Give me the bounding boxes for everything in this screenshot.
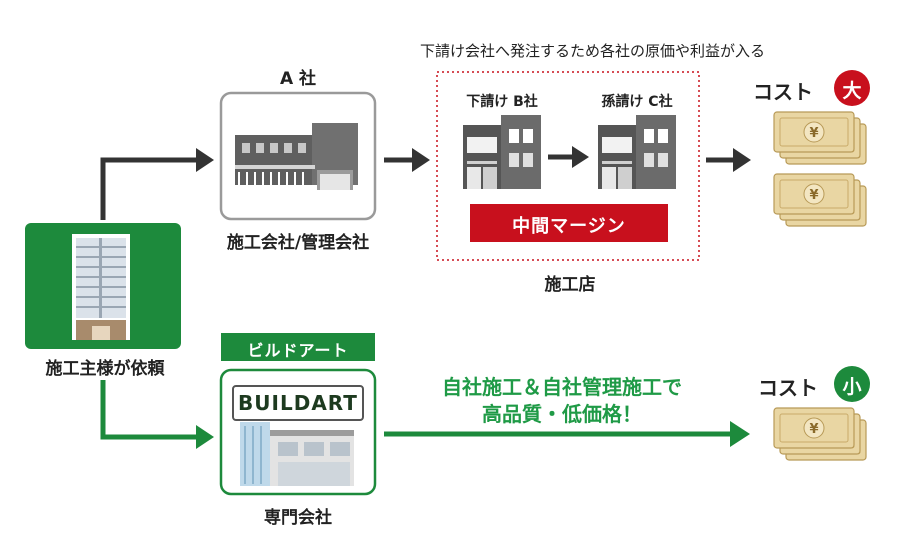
cost-high-label: コスト [753, 80, 813, 104]
company-a-box [219, 91, 377, 221]
subcontractor-frame [436, 71, 700, 261]
cost-high-badge: 大 [842, 80, 862, 102]
cost-low-badge: 小 [842, 376, 862, 398]
cost-low-badge-circle [834, 366, 870, 402]
company-a-caption: 施工会社/管理会社 [226, 233, 370, 253]
top-note: 下請け会社へ発注するため各社の原価や利益が入る [420, 42, 766, 60]
subcontractor-c-building [598, 115, 676, 189]
client-block [25, 223, 181, 349]
buildart-box [219, 333, 377, 496]
company-a-title: A 社 [279, 69, 317, 89]
cost-low-label: コスト [758, 376, 818, 400]
arrow-b-to-c [548, 146, 589, 168]
subcontractor-b-label: 下請け B社 [466, 94, 538, 110]
arrow-to-low-cost [384, 421, 750, 447]
cost-high-badge-circle [834, 70, 870, 106]
buildart-caption: 専門会社 [264, 508, 332, 528]
subcontractor-b-building [463, 115, 541, 189]
margin-band [470, 204, 668, 242]
construction-shop-label: 施工店 [544, 275, 596, 295]
message-line2: 高品質・低価格！ [482, 402, 642, 426]
high-cost-money [773, 111, 867, 227]
arrow-to-high-cost [706, 148, 751, 172]
arrow-client-to-company-a [100, 148, 214, 220]
margin-label: 中間マージン [512, 216, 626, 237]
arrow-client-to-buildart [100, 380, 214, 449]
message-line1: 自社施工＆自社管理施工で [442, 375, 682, 399]
buildart-logo: BUILDART [238, 391, 358, 415]
client-label: 施工主様が依頼 [45, 359, 165, 379]
arrow-company-a-to-subcontractors [384, 148, 430, 172]
buildart-banner: ビルドアート [247, 341, 349, 360]
subcontractor-c-label: 孫請け C社 [601, 94, 673, 110]
low-cost-money [773, 407, 867, 461]
